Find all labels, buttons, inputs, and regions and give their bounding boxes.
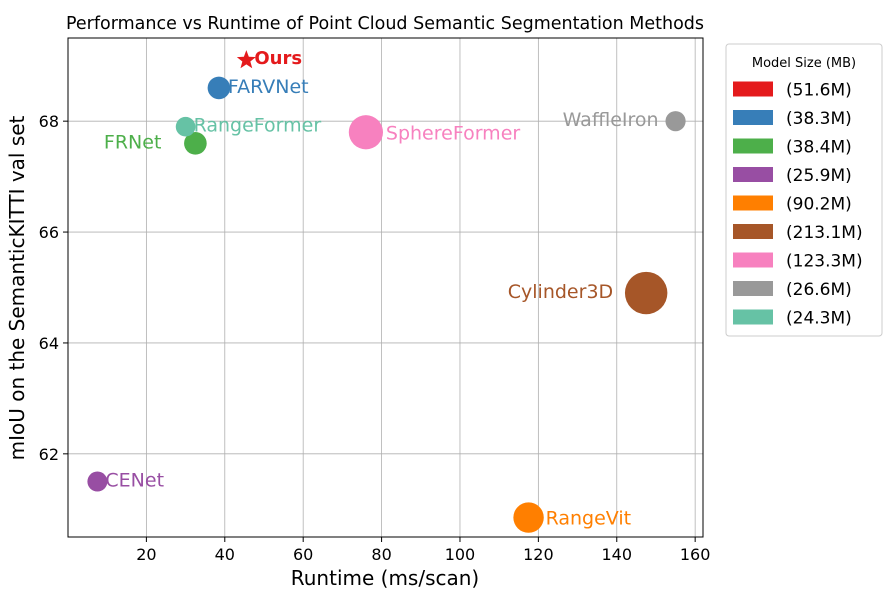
- legend-label: (38.3M): [786, 109, 852, 129]
- legend-swatch: [733, 110, 773, 125]
- y-tick-label: 64: [39, 334, 59, 353]
- x-tick-label: 40: [215, 545, 235, 564]
- legend-swatch: [733, 309, 773, 325]
- point-waffleiron: [665, 111, 686, 132]
- point-label-waffleiron: WaffleIron: [563, 109, 659, 131]
- point-label-ours: Ours: [254, 48, 302, 69]
- legend-swatch: [733, 252, 773, 268]
- x-tick-label: 60: [293, 545, 313, 564]
- legend-label: (25.9M): [786, 166, 852, 186]
- x-tick-label: 160: [680, 545, 711, 564]
- gridlines: [68, 38, 703, 537]
- legend-swatch: [733, 138, 773, 154]
- x-tick-label: 20: [136, 545, 156, 564]
- x-tick-label: 120: [523, 545, 554, 564]
- point-ours: [236, 50, 256, 69]
- x-tick-label: 100: [445, 545, 476, 564]
- legend-swatch: [733, 281, 773, 296]
- point-rangevit: [513, 502, 544, 533]
- x-tick-label: 140: [601, 545, 632, 564]
- point-label-farvnet: FARVNet: [228, 76, 309, 98]
- x-tick-label: 80: [371, 545, 391, 564]
- point-farvnet: [207, 76, 231, 100]
- point-label-cenet: CENet: [105, 470, 164, 492]
- y-tick-label: 62: [39, 445, 59, 464]
- legend-label: (213.1M): [786, 223, 863, 243]
- legend-label: (51.6M): [786, 81, 852, 101]
- chart-title: Performance vs Runtime of Point Cloud Se…: [66, 14, 704, 34]
- point-label-frnet: FRNet: [104, 131, 161, 153]
- point-rangeformer: [175, 116, 196, 137]
- x-axis-label: Runtime (ms/scan): [291, 566, 480, 590]
- legend-label: (24.3M): [786, 309, 852, 329]
- legend-swatch: [733, 167, 773, 182]
- legend-label: (90.2M): [786, 195, 852, 215]
- point-frnet: [184, 132, 207, 155]
- y-tick-label: 66: [39, 223, 59, 242]
- y-axis-label: mIoU on the SemanticKITTI val set: [5, 115, 29, 460]
- legend-swatch: [733, 81, 773, 97]
- axes: 20 40 60 80 100 120 140 160 62 64 66 68: [39, 37, 711, 564]
- legend-title: Model Size (MB): [752, 56, 856, 71]
- point-sphereformer: [348, 115, 384, 150]
- plot-frame: [67, 37, 704, 538]
- point-label-rangeformer: RangeFormer: [194, 115, 322, 137]
- point-cenet: [87, 471, 108, 492]
- y-tick-label: 68: [39, 112, 59, 131]
- point-label-cylinder3d: Cylinder3D: [508, 281, 613, 303]
- legend-swatch: [733, 195, 773, 211]
- legend-label: (123.3M): [786, 252, 863, 272]
- legend-swatch: [733, 224, 773, 239]
- point-label-rangevit: RangeVit: [546, 508, 632, 530]
- legend-label: (38.4M): [786, 138, 852, 158]
- legend: Model Size (MB) (51.6M) (38.3M) (38.4M) (25.…: [725, 43, 883, 337]
- point-label-sphereformer: SphereFormer: [386, 122, 520, 144]
- legend-label: (26.6M): [786, 280, 852, 300]
- point-cylinder3d: [624, 271, 668, 315]
